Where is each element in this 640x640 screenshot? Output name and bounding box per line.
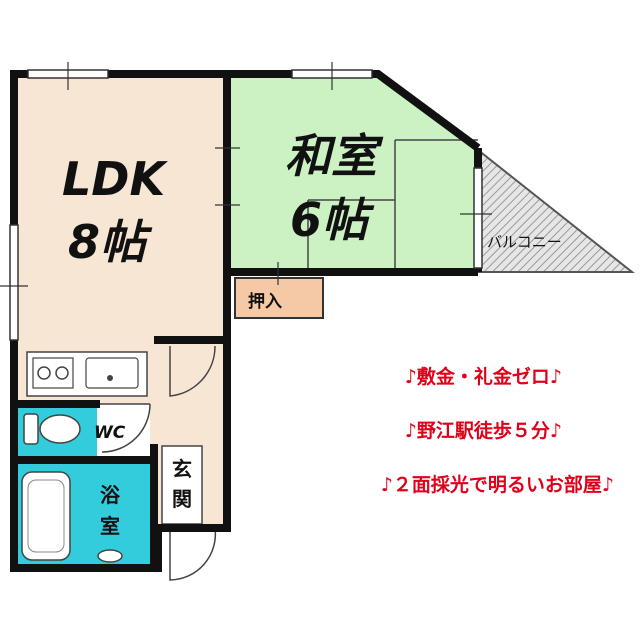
- balcony-label: バルコニー: [487, 233, 562, 251]
- stove-icon: [32, 357, 74, 389]
- hallway: [150, 404, 227, 444]
- ldk-size-label: 8帖: [68, 215, 153, 269]
- door-swing: [100, 345, 217, 581]
- bathtub: [21, 471, 71, 561]
- bath-label-2: 室: [100, 514, 120, 538]
- walls: [10, 70, 482, 572]
- ldk-label: LDK: [62, 152, 168, 206]
- washitsu-label: 和室: [285, 129, 384, 183]
- wc-label: WC: [94, 423, 126, 443]
- oshiire-closet: [234, 277, 324, 319]
- bath-label-1: 浴: [100, 483, 121, 507]
- sink: [85, 357, 139, 389]
- washitsu-room: [227, 78, 478, 270]
- balcony-area: [477, 147, 635, 273]
- feature-bright-room: ♪２面採光で明るいお部屋♪: [380, 474, 614, 496]
- feature-deposit-free: ♪敷金・礼金ゼロ♪: [404, 366, 562, 388]
- washitsu-size-label: 6帖: [290, 193, 375, 247]
- ldk-room: [17, 78, 227, 344]
- entrance-label-1: 玄: [172, 457, 192, 481]
- genkan: [161, 445, 203, 525]
- oshiire-label: 押入: [248, 291, 282, 312]
- feature-station-walk: ♪野江駅徒歩５分♪: [404, 420, 562, 442]
- entrance-label-2: 関: [172, 487, 192, 511]
